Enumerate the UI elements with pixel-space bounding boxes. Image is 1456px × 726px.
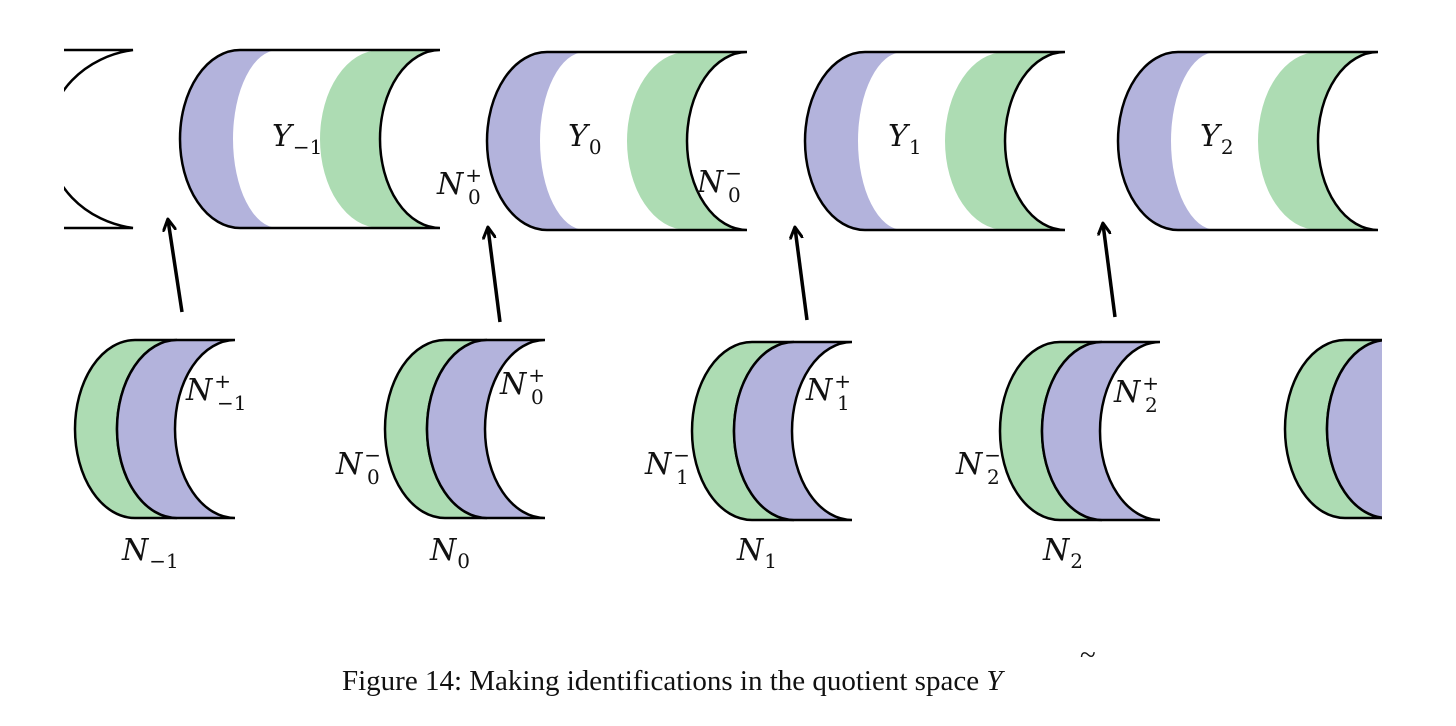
crescent-n-3 <box>998 340 1161 522</box>
cylinder-y-1 <box>485 50 748 232</box>
cylinder-y-3 <box>1116 50 1379 232</box>
plus-crescent <box>1325 339 1382 519</box>
label-n-1: N0 <box>429 533 470 573</box>
crescent-n-2 <box>690 340 853 522</box>
cylinder-outline <box>1116 50 1379 232</box>
label-n-minus-2: N−2 <box>955 443 1001 489</box>
label-y-3: Y2 <box>1200 119 1234 159</box>
plus-crescent <box>1040 340 1161 522</box>
crescent-n-1 <box>383 338 546 520</box>
identification-arrow-3 <box>1103 224 1117 318</box>
plus-boundary-region <box>1118 52 1216 230</box>
cylinder-outline <box>485 50 748 232</box>
cylinder-y-0 <box>178 48 441 230</box>
crescent-n-0 <box>73 338 236 520</box>
label-n-plus-3: N+2 <box>1113 371 1159 417</box>
identification-arrow-0 <box>168 220 184 313</box>
caption-symbol: Y <box>986 665 1005 697</box>
label-n-0: N−1 <box>121 533 179 573</box>
label-top-n0-plus: N+0 <box>436 163 482 209</box>
plus-boundary-region <box>487 52 585 230</box>
label-y-0: Y−1 <box>272 119 322 159</box>
crescent-n-4 <box>1283 338 1382 520</box>
label-y-2: Y1 <box>888 119 922 159</box>
plus-boundary-region <box>180 50 278 228</box>
plus-crescent <box>425 338 546 520</box>
caption-text: Figure 14: Making identifications in the… <box>342 665 986 697</box>
label-n-plus-2: N+1 <box>805 369 851 415</box>
plus-crescent <box>732 340 853 522</box>
label-n-minus-0: N−0 <box>335 443 381 489</box>
label-y-1: Y0 <box>568 119 602 159</box>
plus-crescent <box>115 338 236 520</box>
label-n-plus-0: N+−1 <box>185 369 247 415</box>
cylinder-outline <box>803 50 1066 232</box>
caption-symbol-accent: ~ <box>1080 639 1096 671</box>
label-n-2: N1 <box>736 533 777 573</box>
partial-cylinder-left <box>64 48 134 230</box>
identification-arrow-1 <box>488 228 502 323</box>
figure-caption: Figure 14: Making identifications in the… <box>342 665 1005 697</box>
cylinder-outline <box>178 48 441 230</box>
label-n-3: N2 <box>1042 533 1083 573</box>
label-n-minus-1: N−1 <box>644 443 690 489</box>
plus-boundary-region <box>805 52 903 230</box>
cylinder-y-2 <box>803 50 1066 232</box>
identification-arrow-2 <box>795 228 809 321</box>
label-n-plus-1: N+0 <box>499 363 545 409</box>
label-top-n0-minus: N−0 <box>696 161 742 207</box>
